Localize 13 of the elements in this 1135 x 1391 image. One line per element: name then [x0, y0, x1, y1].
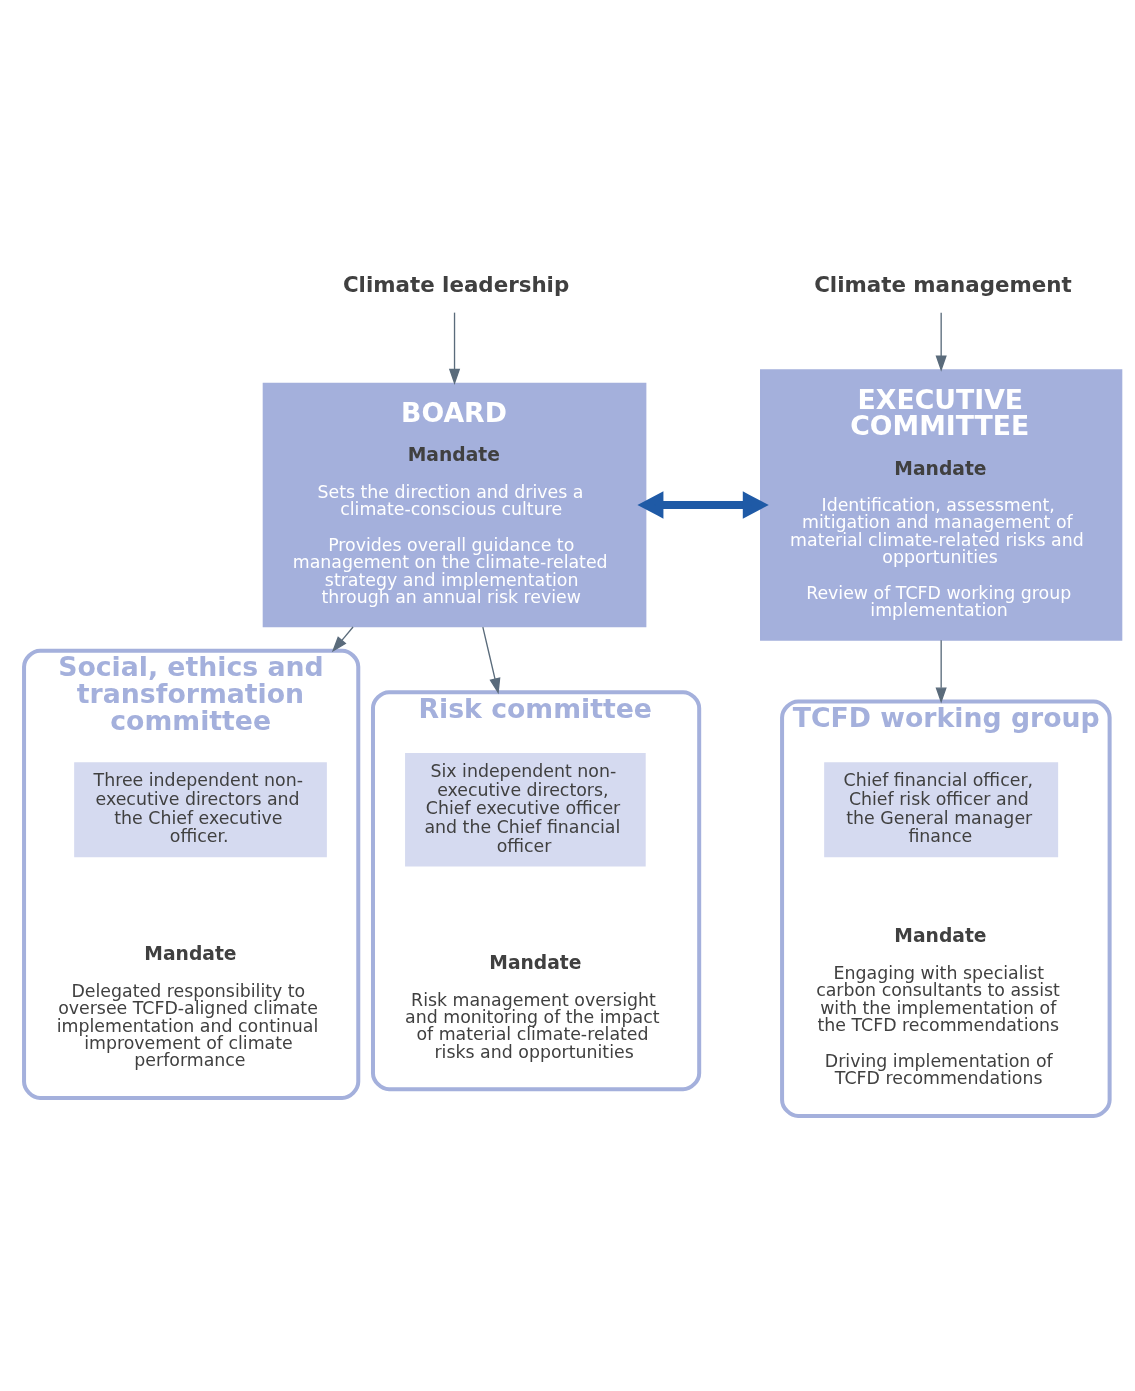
- arrow: [637, 491, 769, 519]
- node-text: Climate management: [814, 272, 1072, 298]
- arrow: [331, 626, 354, 653]
- node-box: BOARD Mandate Sets the direction and drives a climate-conscious culture Provides overall guidance to management on the climate-related strategy and implementation through an annual risk review: [262, 382, 647, 628]
- arrow: [448, 311, 461, 385]
- node-box: Three independent non-executive directors and the Chief executive officer.: [74, 762, 327, 858]
- node-text: Climate leadership: [342, 272, 570, 298]
- arrow: [935, 311, 947, 372]
- node-box: Six independent non-executive directors, Chief executive officer and the Chief financial officer: [405, 753, 646, 867]
- arrow: [482, 626, 501, 695]
- node-box: EXECUTIVE COMMITTEE Mandate Identification, assessment, mitigation and management of material climate-related risks and opportunities Review of TCFD working group implementation: [760, 369, 1123, 641]
- node-box: Chief financial officer, Chief risk officer and the General manager finance: [824, 762, 1059, 858]
- arrow: [935, 639, 947, 704]
